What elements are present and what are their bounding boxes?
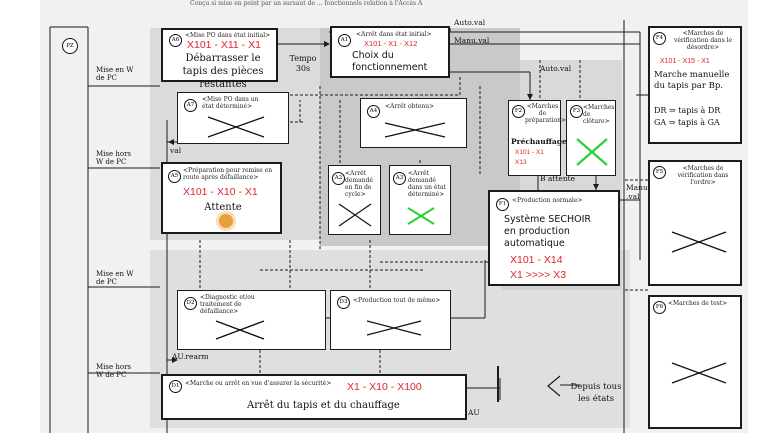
d3-tag: <Production tout de même> [353,297,441,304]
box-a6[interactable]: A6 <Mise PO dans état initial> X101 - X1… [161,28,278,90]
a1-tag: <Arrêt dans état initial> [356,31,432,38]
f4-text: Marche manuelle du tapis par Bp. [654,70,730,91]
grafcet-sheet: Conçu si mise en point par un sursaut de… [40,0,748,433]
label-manu-val: Manu.val [454,36,490,45]
a6-red-steps: X101 - X11 - X1 [187,39,261,51]
d3-number: D3 [337,296,350,309]
f4-number: F4 [653,32,666,45]
f2-number: F2 [512,105,525,118]
f1-tag: <Production normale> [512,197,583,204]
a5-tag: <Préparation pour remise en route après … [183,167,273,181]
a1-text: Choix du fonctionnement [352,50,428,73]
box-d1[interactable]: D1 <Marche ou arrêt en vue d'assurer la … [161,374,467,420]
a3-tag: <Arrêt demandé dans un état déterminé> [408,170,446,198]
box-a4[interactable]: A4 <Arrêt obtenu> [360,98,467,148]
f3-tag: <Marches de clôture> [583,104,615,125]
label-auto-val-mid: Auto.val [540,64,572,73]
a2-tag: <Arrêt demandé en fin de cycle> [345,170,373,198]
f6-tag: <Marches de test> [668,300,728,307]
a6-text: Débarrasser le tapis des pièces restante… [182,53,264,90]
label-b-attente: B attente [540,174,576,183]
label-tempo: Tempo 30s [289,54,317,73]
f2-red-steps: X101 - X1 X13 [515,149,544,166]
a5-red-steps: X101 - X10 - X1 [183,186,258,198]
a1-red-steps: X101 - X1 - X12 [364,39,418,48]
box-f6[interactable]: F6 <Marches de test> [648,295,742,429]
f1-red-steps-1: X101 - X14 [510,254,563,266]
left-label-mise-hors-1: Mise hors W de PC [96,150,132,166]
left-label-mise-w-2: Mise en W de PC [96,270,134,286]
d1-tag: <Marche ou arrêt en vue d'assurer la séc… [185,380,332,387]
f2-text: Préchauffage [511,137,567,146]
label-au: AU [468,408,480,417]
d1-number: D1 [169,380,182,393]
f2-tag: <Marches de préparation> [525,103,566,124]
f4-red-steps: X101 - X15 - X1 [660,58,710,65]
f5-tag: <Marches de vérification dans l'ordre> [677,165,729,186]
a7-number: A7 [184,99,197,112]
a2-number: A2 [332,172,345,185]
a5-text: Attente [204,202,242,213]
a4-cross-icon [384,122,446,138]
a6-tag: <Mise PO dans état initial> [185,32,271,39]
label-au-rearm: AU.rearm [172,352,209,361]
a3-green-cross-icon [407,207,435,225]
box-a1[interactable]: A1 <Arrêt dans état initial> X101 - X1 -… [330,26,450,78]
box-d3[interactable]: D3 <Production tout de même> [330,290,451,350]
d1-red-steps: X1 - X10 - X100 [347,381,422,393]
box-f2[interactable]: F2 <Marches de préparation> Préchauffage… [508,100,567,176]
box-f3[interactable]: F3 <Marches de clôture> [566,100,616,176]
a4-number: A4 [367,105,380,118]
a7-tag: <Mise PO dans un état déterminé> [202,96,259,110]
box-f5[interactable]: F5 <Marches de vérification dans l'ordre… [648,160,742,286]
d1-text: Arrêt du tapis et du chauffage [247,400,400,411]
f4-ga-line: GA ⇒ tapis à GA [654,118,720,127]
f5-cross-icon [671,231,727,253]
left-label-mise-hors-2: Mise hors W de PC [96,363,132,379]
label-depuis: Depuis tous les états [570,382,622,404]
a7-cross-icon [207,116,265,138]
pz-number: PZ [62,38,78,54]
f1-text: Système SECHOIR en production automatiqu… [504,214,591,249]
box-a3[interactable]: A3 <Arrêt demandé dans un état déterminé… [389,165,451,235]
box-d2[interactable]: D2 <Diagnostic et/ou traitement de défai… [177,290,326,350]
d3-cross-icon [366,320,422,336]
box-f1[interactable]: F1 <Production normale> Système SECHOIR … [488,190,620,286]
f1-red-steps-2: X1 >>>> X3 [510,269,567,281]
label-val: val [170,146,182,155]
f5-number: F5 [653,166,666,179]
a5-number: A5 [168,170,181,183]
cursor-highlight-icon [219,214,233,228]
header-text: Conçu si mise en point par un sursaut de… [190,0,423,7]
f3-green-cross-icon [576,138,608,166]
d2-tag: <Diagnostic et/ou traitement de défailla… [200,294,255,315]
f6-cross-icon [671,362,727,384]
d2-cross-icon [215,320,265,340]
a2-cross-icon [338,203,372,227]
a4-tag: <Arrêt obtenu> [385,103,435,110]
a3-number: A3 [393,172,406,185]
a6-number: A6 [169,34,182,47]
box-a2[interactable]: A2 <Arrêt demandé en fin de cycle> [328,165,381,235]
f4-dr-line: DR ⇒ tapis à DR [654,106,721,115]
box-f4[interactable]: F4 <Marches de vérification dans le déso… [648,26,742,144]
f6-number: F6 [653,301,666,314]
label-manu-val-right: Manu .val [626,183,648,201]
label-auto-val-top: Auto.val [454,18,486,27]
f3-number: F3 [570,105,583,118]
a1-number: A1 [338,34,351,47]
left-label-mise-w-1: Mise en W de PC [96,66,134,82]
f1-number: F1 [496,198,509,211]
f4-tag: <Marches de vérification dans le désordr… [673,30,733,51]
d2-number: D2 [184,297,197,310]
box-a7[interactable]: A7 <Mise PO dans un état déterminé> [177,92,289,144]
